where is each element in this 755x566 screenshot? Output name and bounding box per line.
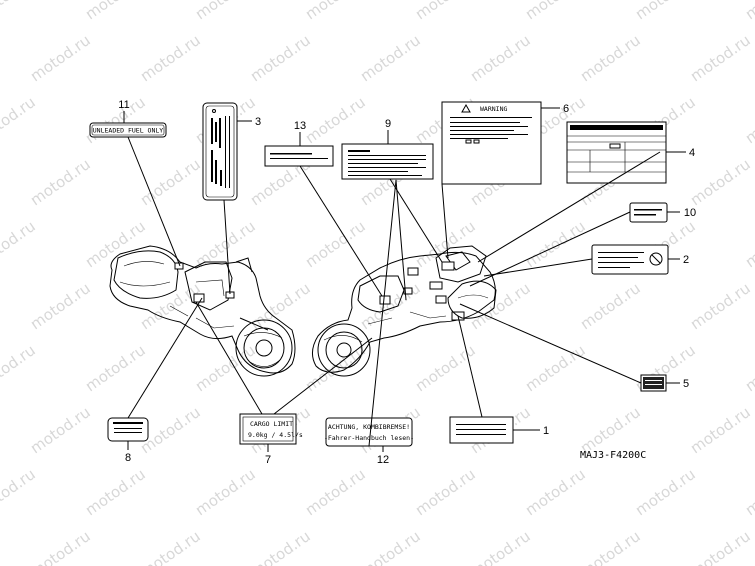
watermark-text: motod.ru <box>412 465 479 519</box>
svg-text:-Fahrer-Handbuch lesen-: -Fahrer-Handbuch lesen- <box>324 434 414 442</box>
watermark-text: motod.ru <box>687 527 754 566</box>
label-1-sticker <box>449 416 514 444</box>
label-4-tire-info <box>566 121 667 184</box>
watermark-text: motod.ru <box>192 341 259 395</box>
watermark-text: motod.ru <box>687 155 754 209</box>
watermark-text: motod.ru <box>742 217 755 271</box>
watermark-text: motod.ru <box>137 31 204 85</box>
watermark-text: motod.ru <box>522 217 589 271</box>
watermark-text: motod.ru <box>137 155 204 209</box>
watermark-text: motod.ru <box>357 31 424 85</box>
svg-text:CARGO LIMIT: CARGO LIMIT <box>250 420 293 428</box>
callout-numbers: 11 3 13 9 6 4 10 2 5 1 8 7 12 <box>118 99 696 466</box>
label-6-warning: WARNING <box>441 101 542 185</box>
callout-3: 3 <box>255 116 261 128</box>
callout-2: 2 <box>683 254 689 266</box>
callout-6: 6 <box>563 103 569 115</box>
watermark-text: motod.ru <box>687 279 754 333</box>
callout-1: 1 <box>543 425 549 437</box>
label-7-cargo-limit: CARGO LIMIT 9.0kg / 4.5l/s <box>239 413 303 445</box>
watermark-text: motod.ru <box>0 217 39 271</box>
watermark-text: motod.ru <box>522 465 589 519</box>
watermark-text: motod.ru <box>27 403 94 457</box>
label-3-vertical-sticker <box>202 102 238 201</box>
label-9-sticker <box>341 143 434 180</box>
watermark-text: motod.ru <box>687 403 754 457</box>
watermark-text: motod.ru <box>467 527 534 566</box>
watermark-text: motod.ru <box>302 465 369 519</box>
watermark-text: motod.ru <box>412 341 479 395</box>
label-5-sticker <box>640 374 667 392</box>
label-10-sticker <box>629 202 668 223</box>
callout-10: 10 <box>684 207 696 219</box>
watermark-text: motod.ru <box>742 93 755 147</box>
watermark-text: motod.ru <box>302 0 369 23</box>
watermark-text: motod.ru <box>27 31 94 85</box>
watermark-text: motod.ru <box>357 527 424 566</box>
svg-text:ACHTUNG, KOMBIBREMSE!: ACHTUNG, KOMBIBREMSE! <box>328 423 410 431</box>
watermark-text: motod.ru <box>577 31 644 85</box>
callout-11: 11 <box>118 99 129 111</box>
callout-9: 9 <box>385 118 391 130</box>
left-motorcycle <box>109 245 296 377</box>
leader-lines <box>127 136 661 447</box>
watermark-text: motod.ru <box>742 465 755 519</box>
callout-8: 8 <box>125 452 131 464</box>
svg-text:UNLEADED FUEL ONLY: UNLEADED FUEL ONLY <box>93 127 164 135</box>
watermark-text: motod.ru <box>247 527 314 566</box>
watermark-text: motod.ru <box>192 465 259 519</box>
watermark-text: motod.ru <box>467 279 534 333</box>
label-12-achtung: ACHTUNG, KOMBIBREMSE! -Fahrer-Handbuch l… <box>324 417 414 447</box>
watermark-text: motod.ru <box>687 31 754 85</box>
watermark-text: motod.ru <box>0 93 39 147</box>
callout-7: 7 <box>265 454 271 466</box>
watermark-text: motod.ru <box>412 0 479 23</box>
svg-text:9.0kg / 4.5l/s: 9.0kg / 4.5l/s <box>248 431 303 439</box>
watermark-text: motod.ru <box>192 0 259 23</box>
watermark-text: motod.ru <box>577 279 644 333</box>
callout-5: 5 <box>683 378 689 390</box>
watermark-text: motod.ru <box>742 0 755 23</box>
watermark-text: motod.ru <box>82 93 149 147</box>
watermark-text: motod.ru <box>27 279 94 333</box>
watermark-text: motod.ru <box>302 93 369 147</box>
callout-13: 13 <box>294 120 306 132</box>
watermark-text: motod.ru <box>27 155 94 209</box>
drawing-code: MAJ3-F4200C <box>580 450 646 461</box>
watermark-text: motod.ru <box>0 341 39 395</box>
watermark-text: motod.ru <box>82 0 149 23</box>
watermark-text: motod.ru <box>0 0 39 23</box>
watermark-text: motod.ru <box>632 465 699 519</box>
watermark-text: motod.ru <box>522 341 589 395</box>
label-8-sticker <box>107 417 149 442</box>
watermark-text: motod.ru <box>137 527 204 566</box>
watermark-text: motod.ru <box>522 0 589 23</box>
watermark-text: motod.ru <box>27 527 94 566</box>
label-2-sticker <box>591 244 669 275</box>
watermark-text: motod.ru <box>82 465 149 519</box>
label-11-unleaded-fuel: UNLEADED FUEL ONLY <box>89 122 167 138</box>
watermark-text: motod.ru <box>302 341 369 395</box>
watermark-text: motod.ru <box>577 527 644 566</box>
watermark-text: motod.ru <box>467 31 534 85</box>
watermark-text: motod.ru <box>0 465 39 519</box>
watermark-text: motod.ru <box>357 279 424 333</box>
watermark-text: motod.ru <box>82 341 149 395</box>
svg-text:WARNING: WARNING <box>480 105 507 113</box>
watermark-text: motod.ru <box>247 31 314 85</box>
callout-12: 12 <box>377 454 389 466</box>
watermark-text: motod.ru <box>742 341 755 395</box>
callout-4: 4 <box>689 147 695 159</box>
watermark-text: motod.ru <box>632 0 699 23</box>
watermark-text: motod.ru <box>302 217 369 271</box>
watermark-text: motod.ru <box>82 217 149 271</box>
label-13-sticker <box>264 145 334 167</box>
